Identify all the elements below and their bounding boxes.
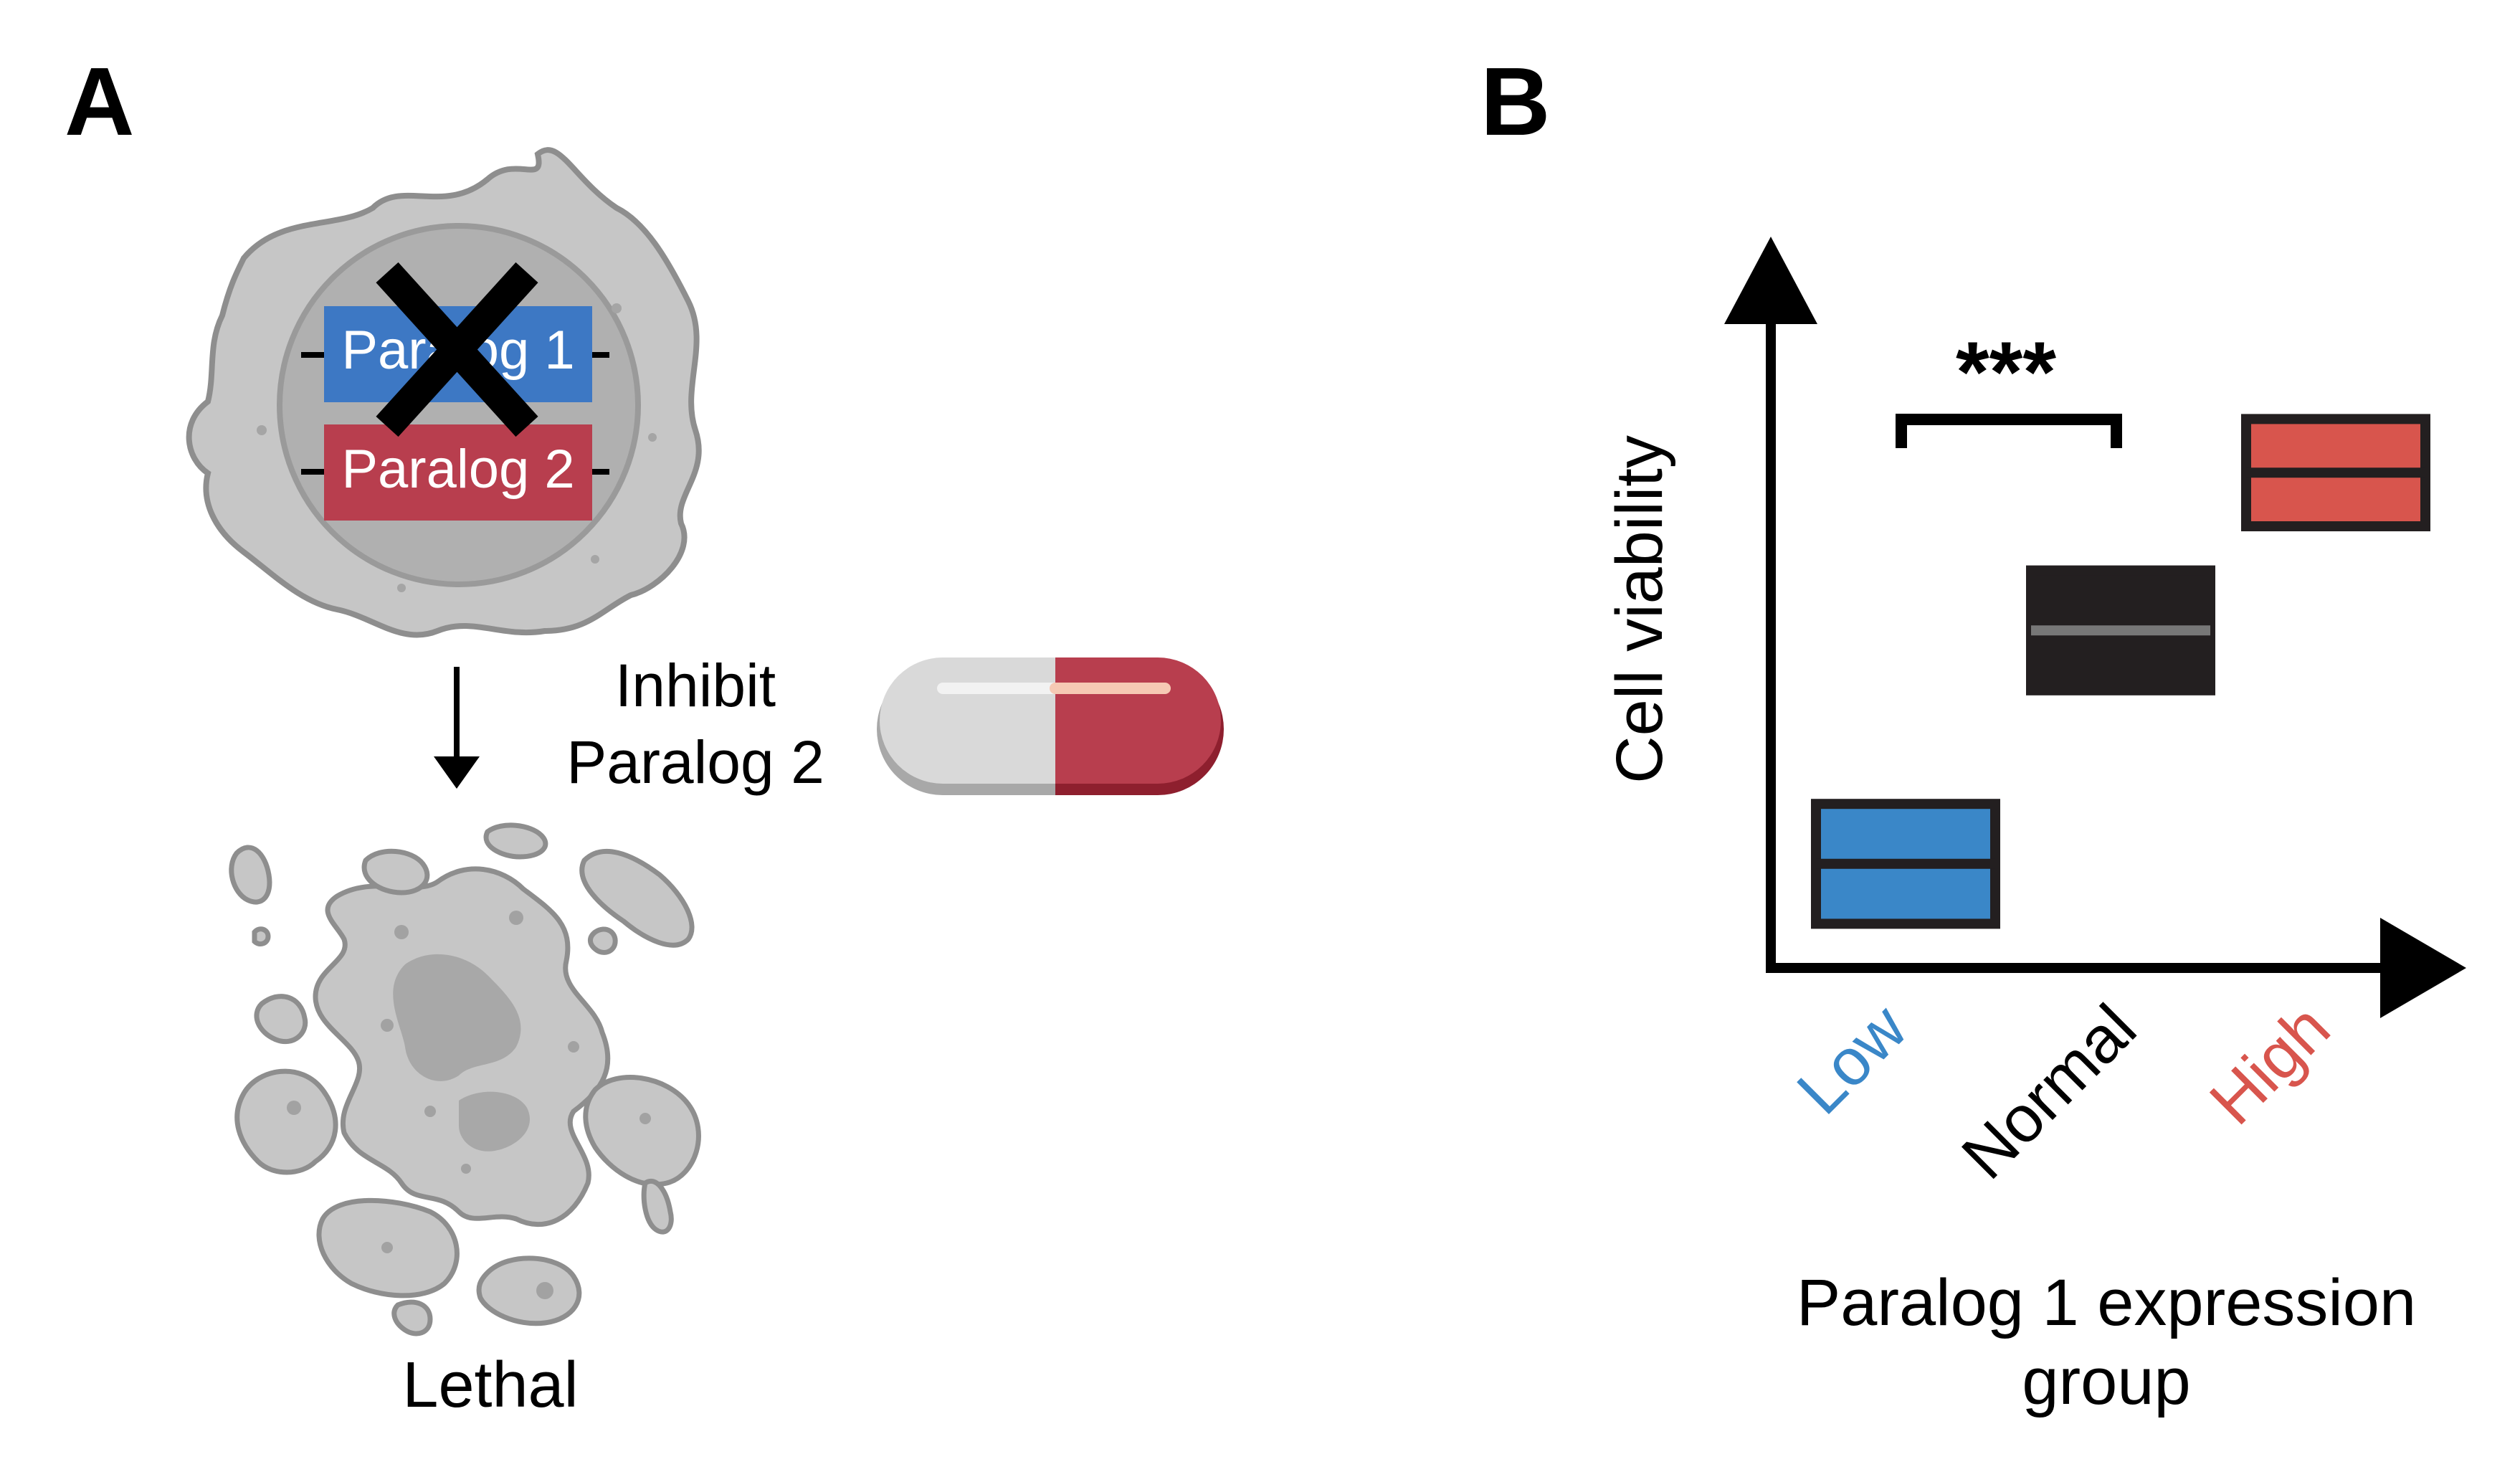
- x-axis-label-line-2: group: [2022, 1345, 2190, 1418]
- cell-fragment: [579, 848, 695, 948]
- cell-granule: [397, 584, 406, 592]
- cell-fragment: [583, 1075, 701, 1187]
- drug-text-line-2: Paralog 2: [566, 728, 824, 796]
- cell-fragment: [393, 954, 521, 1081]
- y-axis-arrowhead: [1724, 237, 1817, 324]
- cell-granule: [648, 433, 657, 442]
- cell-fragment: [254, 994, 308, 1045]
- significance-bracket: [1896, 414, 2122, 448]
- significance-stars: ***: [1956, 324, 2056, 420]
- cell-fragment: [391, 1299, 433, 1336]
- x-tick-label-normal: Normal: [1948, 991, 2150, 1193]
- outcome-label: Lethal: [402, 1349, 578, 1421]
- pill-capsule-icon: [877, 657, 1224, 795]
- box-high: [2241, 414, 2430, 532]
- x-tick-label-low: Low: [1784, 991, 1921, 1129]
- cell-fragment: [476, 1255, 582, 1326]
- cell-fragment: [361, 848, 430, 896]
- cell-fragment: [483, 822, 548, 860]
- dead-cell-fragments: [229, 822, 701, 1336]
- box-low: [1811, 799, 2000, 929]
- down-arrow-icon: [434, 667, 480, 789]
- cell-fragment: [234, 1068, 338, 1175]
- x-axis-arrowhead: [2380, 918, 2466, 1018]
- cell-fragment: [229, 845, 272, 905]
- box-normal: [2026, 565, 2215, 695]
- knockout-cross-icon: [376, 262, 538, 437]
- nucleus: [277, 223, 641, 587]
- cell-fragment: [252, 926, 271, 946]
- drug-text-line-1: Inhibit: [615, 652, 776, 719]
- x-tick-label-high: High: [2196, 991, 2344, 1139]
- panel-a-label: A: [65, 47, 135, 156]
- paralog-2-gene-label: Paralog 2: [341, 439, 574, 500]
- cell-granule: [257, 425, 267, 435]
- cell-granule: [591, 555, 599, 564]
- panel-b-label: B: [1480, 47, 1551, 156]
- fragment-spots: [287, 911, 651, 1299]
- cell-fragment: [459, 1091, 530, 1152]
- cell-fragment: [641, 1179, 674, 1235]
- cell-fragment: [588, 926, 618, 955]
- y-axis-label: Cell viability: [1603, 435, 1676, 784]
- cell-granule: [612, 303, 622, 313]
- x-axis-label-line-1: Paralog 1 expression: [1797, 1266, 2416, 1339]
- cell-illustration: Paralog 1 Paralog 2: [186, 147, 702, 638]
- paralog-2-gene-box: [324, 424, 592, 521]
